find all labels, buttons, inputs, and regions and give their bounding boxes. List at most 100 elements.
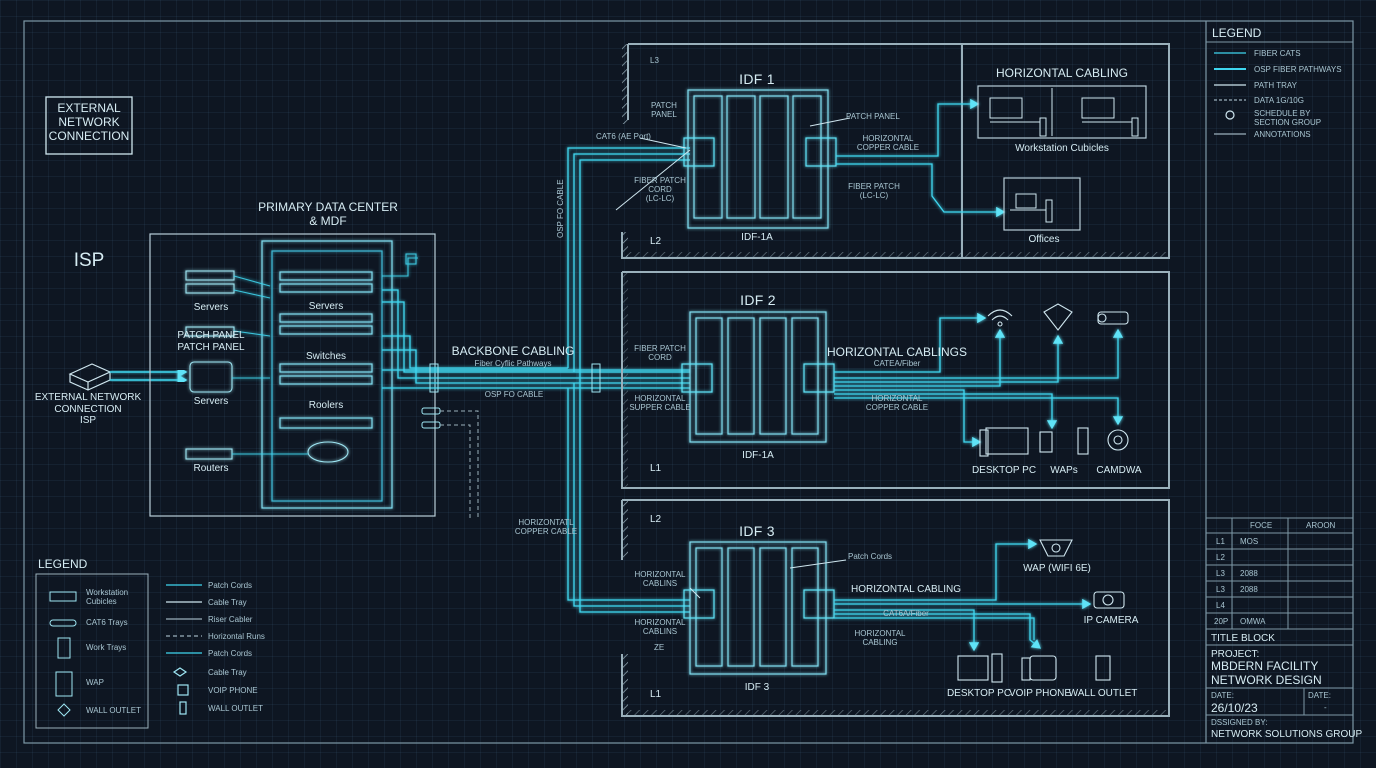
- idf2-sub: IDF-1A: [742, 450, 774, 461]
- backbone-sub: Fiber Cyflic Pathways: [474, 359, 552, 368]
- idf1-workstation: Workstation Cubicles: [1015, 143, 1109, 154]
- legend-right-item-4: SCHEDULE BY SECTION GROUP: [1254, 109, 1322, 128]
- idf3-level-bottom: L1: [650, 689, 662, 700]
- idf2-title: IDF 2: [740, 292, 776, 308]
- mdf-rack: [261, 240, 393, 509]
- idf2-level: L1: [650, 463, 662, 474]
- legend-left-box: [35, 573, 149, 729]
- idf1-patch-left: PATCH PANEL: [651, 101, 677, 120]
- legend-left-icon-4: WALL OUTLET: [86, 706, 141, 715]
- idf3-wap: WAP (WIFI 6E): [1023, 563, 1091, 574]
- idf1-level: L2: [650, 236, 662, 247]
- mdf-left-servers2: Servers: [193, 396, 229, 407]
- idf3-ip-camera: IP CAMERA: [1083, 615, 1139, 626]
- title-block-row-2-b: 2088: [1240, 569, 1258, 578]
- idf2-devices: [979, 303, 1129, 457]
- mdf-rack-servers: Servers: [308, 301, 344, 312]
- title-block-date: 26/10/23: [1211, 701, 1258, 715]
- title-block-grid: [1206, 41, 1353, 716]
- idf1-corner: L3: [650, 56, 659, 65]
- title-block-date-2: -: [1324, 703, 1327, 712]
- idf3-device-voip: VOIP PHONE: [1008, 688, 1072, 699]
- legend-left-line-2: Riser Cabler: [208, 615, 253, 624]
- idf2-fiber-patch: FIBER PATCH CORD: [634, 344, 686, 363]
- idf2-device-desktop: DESKTOP PC: [971, 465, 1037, 476]
- idf3-level-top: L2: [650, 514, 662, 525]
- legend-left-line-5: Cable Tray: [208, 668, 247, 677]
- mdf-title: PRIMARY DATA CENTER & MDF: [258, 200, 398, 228]
- title-block-header-1: AROON: [1306, 521, 1336, 530]
- recycle-switch-icon: [189, 361, 233, 393]
- mdf-rack-routers: Roolers: [308, 400, 344, 411]
- title-block-label: TITLE BLOCK: [1211, 633, 1275, 644]
- idf1-fiber-patch-right: FIBER PATCH (LC-LC): [848, 182, 900, 201]
- idf1-title: IDF 1: [739, 71, 775, 87]
- idf1-horizontal-cabling: HORIZONTAL CABLING: [995, 66, 1129, 80]
- isp-router-icon: [68, 363, 112, 391]
- title-block-row-1-a: L2: [1216, 553, 1225, 562]
- backbone-horiz-copper: HORIZONTATL COPPER CABLE: [514, 518, 578, 537]
- legend-left-line-3: Horizontal Runs: [208, 632, 265, 641]
- idf2-horiz-left: HORIZONTAL SUPPER CABLE: [629, 394, 691, 413]
- idf1-cat6: CAT6 (AE Port): [596, 132, 651, 141]
- mdf-left-servers: Servers: [193, 302, 229, 313]
- idf1-horiz-copper: HORIZONTAL COPPER CABLE: [856, 134, 920, 153]
- mdf-room: [149, 233, 436, 517]
- server-icon: [185, 270, 235, 281]
- title-block-row-2-a: L3: [1216, 569, 1225, 578]
- legend-right-item-1: OSP FIBER PATHWAYS: [1254, 65, 1342, 74]
- title-block-date-label: DATE:: [1211, 691, 1234, 700]
- idf3-device-desktop: DESKTOP PC: [946, 688, 1012, 699]
- title-block-row-0-a: L1: [1216, 537, 1225, 546]
- idf3-sub: IDF 3: [744, 682, 770, 693]
- title-block-row-5-b: OMWA: [1240, 617, 1266, 626]
- idf2-horiz-copper: HORIZONTAL COPPER CABLE: [865, 394, 929, 413]
- legend-left-icon-2: Work Trays: [86, 643, 127, 652]
- legend-left-icon-1: CAT6 Trays: [86, 618, 128, 627]
- idf1-offices: Offices: [1028, 234, 1060, 245]
- title-block-date-label-2: DATE:: [1308, 691, 1331, 700]
- backbone-label: BACKBONE CABLING: [451, 344, 575, 358]
- router-rack-icon: [185, 448, 233, 460]
- mdf-left-routers: Routers: [193, 463, 229, 474]
- legend-left-line-7: WALL OUTLET: [208, 704, 263, 713]
- idf3-horiz-copper: HORIZONTAL CABLING: [854, 629, 906, 648]
- idf2-room: [621, 271, 1170, 489]
- idf3-patch-cords: Patch Cords: [848, 552, 893, 561]
- legend-left-line-6: VOIP PHONE: [208, 686, 258, 695]
- legend-right-title: LEGEND: [1212, 26, 1262, 40]
- external-router-label: EXTERNAL NETWORK CONNECTION ISP: [34, 392, 142, 426]
- idf1-fiber-patch: FIBER PATCH CORD (LC-LC): [634, 176, 686, 204]
- title-block-designed: NETWORK SOLUTIONS GROUP: [1211, 729, 1363, 740]
- legend-right-item-5: ANNOTATIONS: [1254, 130, 1311, 139]
- idf3-device-wall-outlet: WALL OUTLET: [1068, 688, 1138, 699]
- idf3-racks: [683, 541, 835, 675]
- idf1-patch-right: PATCH PANEL: [846, 112, 900, 121]
- idf2-device-camera: CAMDWA: [1096, 465, 1142, 476]
- legend-left-icon-0: Workstation Cubicles: [86, 588, 129, 607]
- idf2-device-waps: WAPs: [1050, 465, 1078, 476]
- idf3-title: IDF 3: [739, 523, 775, 539]
- idf3-cat6: CAT6A/Fiber: [883, 609, 929, 618]
- mdf-left-patch: PATCH PANEL PATCH PANEL: [177, 330, 245, 353]
- router-icon: [307, 441, 349, 463]
- legend-right-item-3: DATA 1G/10G: [1254, 96, 1304, 105]
- idf3-horiz-left2: HORIZONTAL CABLINS: [634, 618, 686, 637]
- mdf-rack-switches: Switches: [305, 351, 347, 362]
- office-desk-icon: [1010, 193, 1053, 223]
- title-block-header-0: FOCE: [1250, 521, 1273, 530]
- idf2-racks: [681, 311, 835, 443]
- title-block-project-label: PROJECT:: [1211, 649, 1260, 660]
- legend-left-icon-3: WAP: [86, 678, 104, 687]
- idf3-horiz-left: HORIZONTAL CABLINS: [634, 570, 686, 589]
- legend-left-title: LEGEND: [38, 557, 88, 571]
- idf3-devices: [957, 539, 1125, 683]
- legend-left-line-0: Patch Cords: [208, 581, 253, 590]
- title-block-row-3-b: 2088: [1240, 585, 1258, 594]
- title-block-row-4-a: L4: [1216, 601, 1225, 610]
- legend-right-item-0: FIBER CATS: [1254, 49, 1301, 58]
- title-block-row-0-b: MOS: [1240, 537, 1259, 546]
- osp-vertical-label: OSP FO CABLE: [556, 179, 565, 238]
- title-block-row-5-a: 20P: [1214, 617, 1229, 626]
